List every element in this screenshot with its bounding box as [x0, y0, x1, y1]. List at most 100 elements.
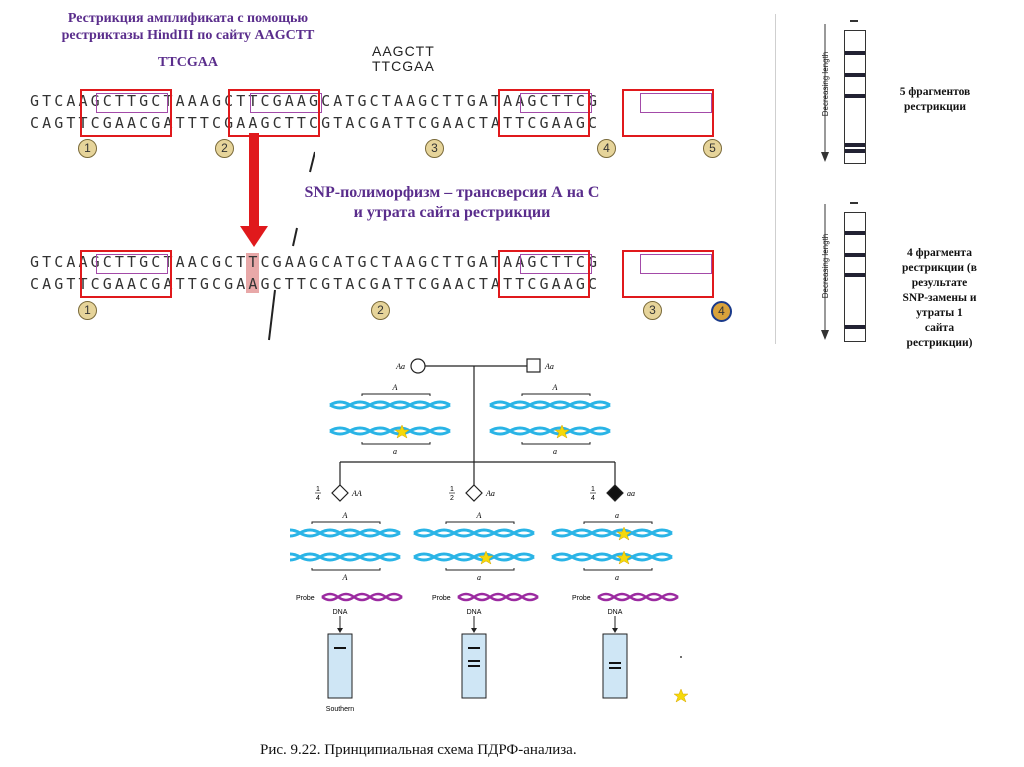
slash-marks: [268, 151, 315, 341]
side-bottom-line4: SNP-замены и: [902, 292, 977, 304]
side-bottom-line3: результате: [911, 277, 968, 289]
svg-text:A: A: [342, 511, 348, 520]
svg-text:Probe: Probe: [296, 595, 315, 602]
gel-lane-bottom: [844, 212, 866, 342]
gel-band: [845, 325, 865, 329]
site-number-b4: 4: [711, 301, 732, 322]
site-number-4: 4: [597, 139, 616, 158]
svg-text:DNA: DNA: [333, 609, 348, 616]
cut-outline-2: [250, 93, 322, 113]
side-top-line2: рестрикции: [903, 101, 967, 113]
cut-outline-1: [96, 93, 168, 113]
site-number-1: 1: [78, 139, 97, 158]
motif-bottom: TTCGAA: [372, 58, 435, 74]
site-number-b1: 1: [78, 301, 97, 320]
restriction-site-box-b3: [622, 250, 714, 298]
svg-text:DNA: DNA: [608, 609, 623, 616]
svg-text:DNA: DNA: [467, 609, 482, 616]
snp-description: SNP-полиморфизм – трансверсия А на С и у…: [262, 183, 642, 223]
gel-band: [845, 149, 865, 153]
svg-text:AA: AA: [351, 489, 362, 498]
title-line-1: Рестрикция амплификата с помощью: [67, 11, 309, 26]
restriction-site-box-1: [80, 89, 172, 137]
cut-outline-b1: [96, 254, 168, 274]
svg-text:Southern: Southern: [326, 706, 355, 713]
cut-outline-3: [520, 93, 592, 113]
side-text-bottom: 4 фрагмента рестрикции (в результате SNP…: [892, 246, 987, 351]
svg-text:2: 2: [450, 495, 454, 502]
svg-text:1: 1: [316, 486, 320, 493]
snp-highlight: [246, 253, 259, 293]
gel-band: [845, 273, 865, 277]
parent1-genotype: Aa: [395, 362, 405, 371]
child3-symbol: [606, 484, 624, 502]
side-bottom-line1: 4 фрагмента: [907, 247, 972, 259]
svg-text:Probe: Probe: [572, 595, 591, 602]
svg-text:A: A: [342, 573, 348, 582]
side-bottom-line6: сайта: [924, 322, 955, 334]
gel-band: [845, 94, 865, 98]
svg-text:4: 4: [316, 495, 320, 502]
svg-text:a: a: [615, 573, 619, 582]
gel-band: [845, 231, 865, 235]
svg-text:Aa: Aa: [485, 489, 495, 498]
side-bottom-line7: рестрикции): [906, 337, 973, 349]
side-text-top: 5 фрагментов рестрикции: [880, 85, 990, 115]
site-number-3: 3: [425, 139, 444, 158]
gel-panel-bottom: Decreasing length: [812, 198, 872, 348]
title-line-2: рестриктазы HindIII по сайту AAGCTT: [61, 28, 315, 43]
svg-text:1: 1: [450, 486, 454, 493]
restriction-site-box-b1: [80, 250, 172, 298]
gel-band: [845, 73, 865, 77]
parent-female-symbol: [410, 358, 426, 374]
gel-panel-top: Decreasing length: [812, 14, 872, 174]
svg-text:Probe: Probe: [432, 595, 451, 602]
panel-divider: [775, 14, 776, 344]
site-number-2: 2: [215, 139, 234, 158]
gel-band: [845, 51, 865, 55]
allele-label: A: [552, 383, 558, 392]
svg-text:A: A: [476, 511, 482, 520]
cut-outline-b2: [520, 254, 592, 274]
svg-text:aa: aa: [627, 489, 635, 498]
sequence-block-top: GTCAAGCTTGCTAAAGCTTCGAAGCATGCTAAGCTTGATA…: [30, 89, 750, 172]
child1-symbol: [331, 484, 349, 502]
allele-label: A: [392, 383, 398, 392]
sequence-block-bottom: GTCAAGCTTGCTAACGCTTCGAAGCATGCTAAGCTTGATA…: [30, 250, 750, 333]
gel-lane-top: [844, 30, 866, 164]
figure-caption: Рис. 9.22. Принципиальная схема ПДРФ-ана…: [260, 742, 577, 758]
gel-well-bottom: [850, 202, 858, 204]
cut-outline-b3: [640, 254, 712, 274]
snp-line-2: и утрата сайта рестрикции: [353, 204, 551, 221]
pedigree-figure: Aa Aa A a A a 1 4 AA 1 2 Aa 1 4 aa A: [290, 358, 689, 713]
gel-band: [845, 253, 865, 257]
snp-line-1: SNP-полиморфизм – трансверсия А на С: [304, 184, 600, 201]
gel-axis-arrow-top: [821, 24, 829, 162]
diagram-title: Рестрикция амплификата с помощью рестрик…: [38, 10, 338, 71]
child2-symbol: [465, 484, 483, 502]
cut-outline-4: [640, 93, 712, 113]
svg-text:a: a: [615, 511, 619, 520]
restriction-site-box-2: [228, 89, 320, 137]
svg-text:a: a: [477, 573, 481, 582]
side-bottom-line2: рестрикции (в: [902, 262, 977, 274]
svg-text:1: 1: [591, 486, 595, 493]
recognition-motif: AAGCTT TTCGAA: [372, 44, 435, 74]
site-number-b3: 3: [643, 301, 662, 320]
motif-top: AAGCTT: [372, 43, 435, 59]
parent2-genotype: Aa: [544, 362, 554, 371]
side-top-line1: 5 фрагментов: [899, 86, 971, 98]
allele-label: a: [393, 447, 397, 456]
restriction-site-box-b2: [498, 250, 590, 298]
allele-label: a: [553, 447, 557, 456]
mutation-arrow: [240, 133, 268, 247]
restriction-site-box-4: [622, 89, 714, 137]
gel-axis-arrow-bottom: [821, 204, 829, 340]
gel-band: [845, 143, 865, 147]
side-bottom-line5: утраты 1: [916, 307, 963, 319]
site-number-5: 5: [703, 139, 722, 158]
restriction-site-box-3: [498, 89, 590, 137]
title-line-3: TTCGAA: [158, 55, 218, 70]
site-number-b2: 2: [371, 301, 390, 320]
parent-male-symbol: [526, 358, 541, 373]
